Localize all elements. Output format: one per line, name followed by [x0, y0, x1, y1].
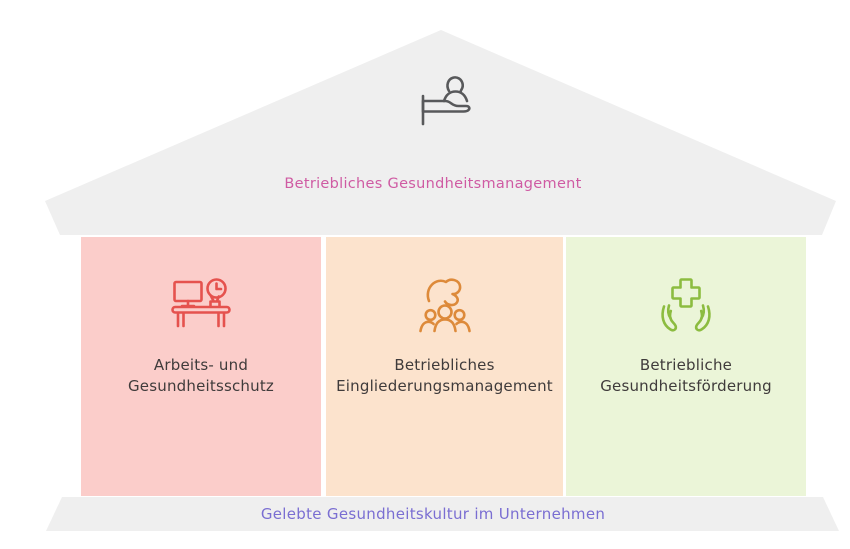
pillar-label-line1: Arbeits- und	[153, 356, 249, 374]
foundation-shape	[46, 497, 839, 531]
pillar-betriebliche-gesundheitsfoerderung: Betriebliche Gesundheitsförderung	[566, 237, 806, 496]
foundation-label: Gelebte Gesundheitskultur im Unternehmen	[260, 505, 606, 523]
pillar-betriebliches-eingliederungsmanagement: Betriebliches Eingliederungsmanagement	[326, 237, 563, 496]
pillar-label: Betriebliches Eingliederungsmanagement	[326, 355, 563, 397]
hand-sheltering-team-icon	[418, 278, 471, 333]
hands-holding-cross-icon	[661, 278, 711, 332]
pillar-label-line2: Gesundheitsschutz	[127, 377, 275, 395]
person-at-desk-icon	[421, 76, 471, 126]
desk-workstation-clock-icon	[171, 278, 231, 328]
pillar-arbeits-und-gesundheitsschutz: Arbeits- und Gesundheitsschutz	[81, 237, 321, 496]
pillar-label-line1: Betriebliches	[394, 356, 495, 374]
roof-label: Betriebliches Gesundheitsmanagement	[284, 176, 582, 192]
pillar-label-line2: Gesundheitsförderung	[600, 377, 772, 395]
roof-shape	[45, 30, 836, 235]
pillar-label-line1: Betriebliche	[639, 356, 733, 374]
pillar-label: Betriebliche Gesundheitsförderung	[566, 355, 806, 397]
pillar-label: Arbeits- und Gesundheitsschutz	[81, 355, 321, 397]
pillar-label-line2: Eingliederungsmanagement	[336, 377, 553, 395]
